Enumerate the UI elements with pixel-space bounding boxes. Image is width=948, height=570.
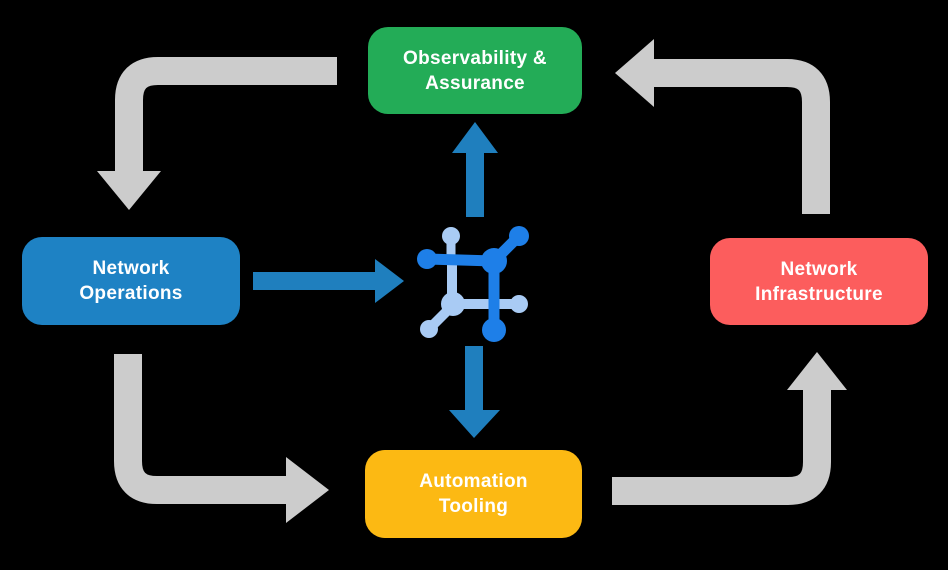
icon-bottom-left-corner-node [441, 292, 465, 316]
icon-top-right-corner-node [481, 248, 507, 274]
arrow-bar [115, 57, 337, 173]
icon-upper-right-node [509, 226, 529, 246]
arrow-right-head [286, 457, 329, 523]
arrow-platform-to-automation [449, 346, 500, 438]
node-label-line: Observability & [403, 47, 547, 69]
node-label-line: Tooling [438, 496, 509, 517]
node-label-line: Assurance [425, 72, 525, 94]
arrow-up-head [452, 122, 498, 153]
arrow-observability-to-operations [97, 57, 337, 210]
node-label-line: Network [780, 258, 858, 280]
icon-top-node [442, 227, 460, 245]
arrow-right-head [375, 259, 404, 303]
node-label-line: Network [92, 258, 170, 279]
arrow-platform-to-observability [452, 122, 498, 217]
icon-right-lower-node [510, 295, 528, 313]
arrow-bar [612, 390, 831, 505]
arrow-operations-to-platform [253, 259, 404, 303]
node-label-line: Operations [79, 283, 183, 304]
node-automation-tooling: Automation Tooling [365, 450, 582, 538]
arrow-left-head [615, 39, 654, 107]
arrow-down-head [97, 171, 161, 210]
node-network-infrastructure: Network Infrastructure [710, 238, 928, 325]
node-label-line: Infrastructure [755, 283, 883, 305]
arrow-down-head [449, 410, 500, 438]
node-label-line: Automation [419, 471, 528, 492]
arrow-operations-to-automation [114, 354, 329, 523]
arrow-infrastructure-to-observability [615, 39, 830, 214]
arrow-up-head [787, 352, 847, 390]
icon-bottom-node [482, 318, 506, 342]
node-observability-assurance: Observability & Assurance [368, 27, 582, 114]
arrow-automation-to-infrastructure [612, 352, 847, 505]
network-platform-icon [417, 226, 529, 342]
arrow-bar [654, 59, 830, 214]
icon-lower-left-node [420, 320, 438, 338]
node-network-operations: Network Operations [22, 237, 240, 325]
arrow-bar [114, 354, 287, 504]
